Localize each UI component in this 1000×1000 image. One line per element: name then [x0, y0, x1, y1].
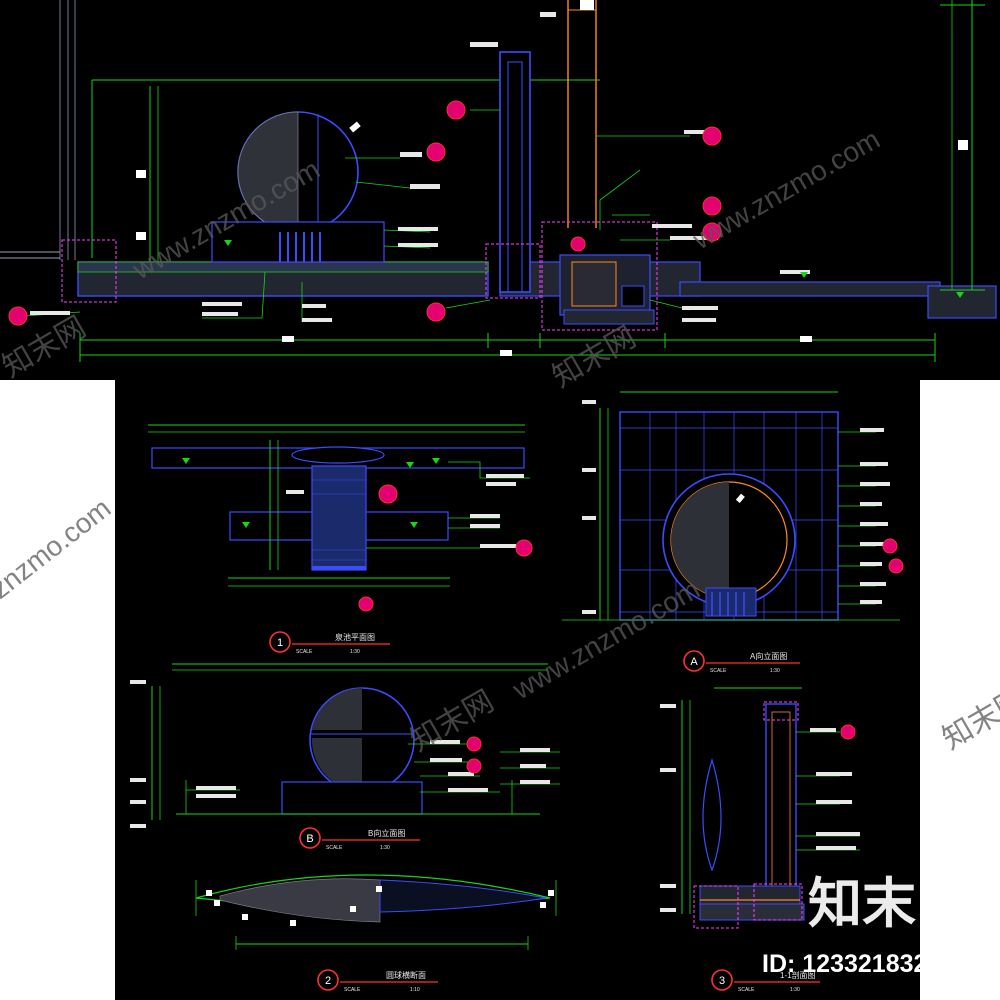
section-1-1-view: 3 1-1剖面图 SCALE 1:30: [660, 687, 860, 993]
view-number: 2: [325, 975, 331, 987]
view-scale-label: SCALE: [738, 987, 755, 993]
view-scale-label: SCALE: [326, 845, 343, 851]
sphere-cross-section-view: 2 圆球横断面 SCALE 1:10: [195, 874, 557, 993]
elevation-a-view: A A向立面图 SCALE 1:30: [562, 391, 904, 674]
section-marker-icon: [882, 538, 904, 574]
brand-logo: 知末 ID: 1233218326: [762, 874, 941, 978]
view-title: 泉池平面图: [335, 632, 375, 642]
view-number: B: [306, 833, 313, 845]
section-marker-icon: [466, 736, 482, 774]
section-marker-icon: [840, 724, 856, 740]
view-title: A向立面图: [750, 651, 787, 661]
view-number: 3: [719, 975, 725, 987]
view-scale-label: SCALE: [710, 668, 727, 674]
tall-wall: [499, 51, 531, 293]
section-marker-icon: [358, 484, 533, 612]
view-scale: 1:30: [350, 649, 360, 655]
view-number-badge: [683, 650, 705, 672]
view-scale-label: SCALE: [344, 987, 361, 993]
view-scale: 1:10: [410, 987, 420, 993]
view-scale: 1:30: [770, 668, 780, 674]
view-title: B向立面图: [368, 828, 405, 838]
view-number-badge: [317, 969, 339, 991]
view-title: 1-1剖面图: [780, 970, 816, 980]
view-scale-label: SCALE: [296, 649, 313, 655]
view-number-badge: [711, 969, 733, 991]
view-scale: 1:30: [790, 987, 800, 993]
section-marker-icon: [8, 100, 722, 326]
elevation-b-view: B B向立面图 SCALE 1:30: [130, 663, 560, 851]
plan-grating: [311, 465, 367, 571]
view-number: 1: [277, 637, 283, 649]
main-section-view: [0, 0, 997, 362]
view-title: 圆球横断面: [386, 970, 426, 980]
view-number-badge: [299, 827, 321, 849]
asset-id: ID: 1233218326: [762, 950, 941, 978]
plan-view: 1 泉池平面图 SCALE 1:30: [148, 424, 533, 655]
view-number-badge: [269, 631, 291, 653]
elevation-triangle-icon: [224, 240, 964, 298]
logo-text: 知末: [808, 874, 916, 934]
view-scale: 1:30: [380, 845, 390, 851]
view-number: A: [690, 656, 698, 668]
